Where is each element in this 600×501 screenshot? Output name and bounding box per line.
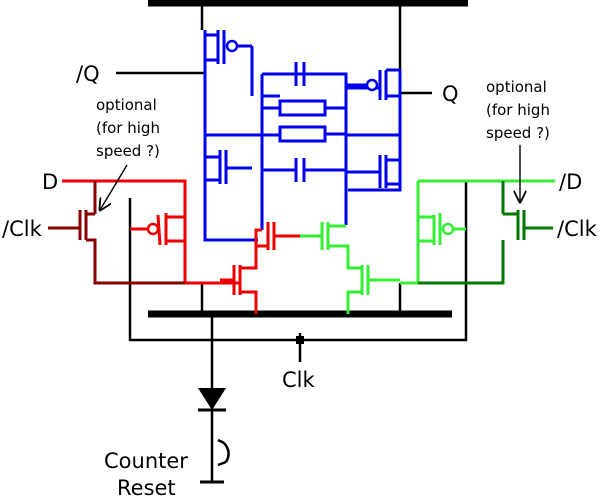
note-right-line-2: (for high [486, 101, 550, 119]
label-nclk-left: /Clk [2, 217, 43, 241]
dark-green-optional [418, 181, 553, 285]
label-counter: Counter [104, 449, 188, 473]
diode-icon [198, 388, 226, 410]
label-nq: /Q [76, 62, 100, 86]
note-left-line-3: speed ?) [96, 142, 160, 160]
note-arrows [100, 145, 520, 210]
label-nd: /D [559, 170, 582, 194]
dark-red-optional [48, 181, 185, 285]
note-left-line-1: optional [96, 96, 157, 114]
black-wiring [116, 0, 468, 484]
clk-junction [296, 336, 304, 344]
note-right-line-3: speed ?) [486, 124, 550, 142]
pmos-bubble [225, 39, 239, 53]
label-q: Q [442, 82, 459, 106]
label-d: D [42, 170, 58, 194]
blue-latch-core [203, 30, 402, 242]
label-clk: Clk [282, 368, 315, 392]
green-nd-path [300, 179, 555, 314]
label-reset: Reset [117, 476, 176, 500]
note-left-line-2: (for high [96, 119, 160, 137]
note-right-line-1: optional [486, 78, 547, 96]
left-note-arrow [100, 164, 128, 210]
red-d-path [62, 179, 300, 314]
label-nclk-right: /Clk [557, 217, 598, 241]
